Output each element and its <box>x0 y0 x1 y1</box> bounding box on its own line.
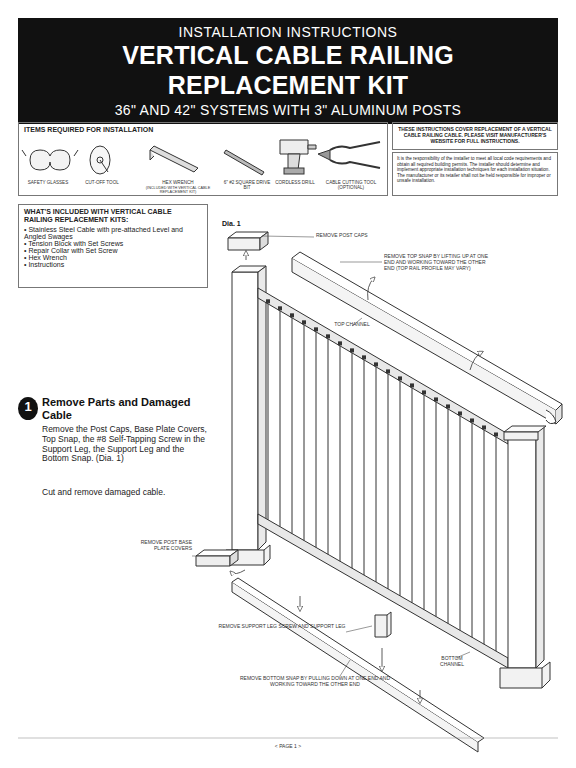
disclaimer-box: It is the responsibility of the installe… <box>392 152 558 196</box>
callout-label: BOTTOM CHANNEL <box>434 656 470 668</box>
step-text: Remove Parts and Damaged Cable <box>42 396 202 421</box>
bottom-snap-top <box>232 578 484 742</box>
swage <box>399 377 402 380</box>
cable <box>268 304 269 520</box>
cable <box>388 374 389 589</box>
cable <box>400 381 401 596</box>
swage <box>303 321 306 324</box>
tool-label: CUT-OFF TOOL <box>80 180 124 185</box>
cable <box>424 395 425 610</box>
cable-strands <box>267 300 498 651</box>
swage <box>267 300 270 303</box>
cable <box>364 360 365 575</box>
kit-contents-box: WHAT'S INCLUDED WITH VERTICAL CABLE RAIL… <box>18 204 208 288</box>
cable <box>376 367 377 582</box>
cable <box>412 388 413 603</box>
node-text: • Repair Collar with Set Screw <box>24 247 202 254</box>
cable <box>316 332 317 548</box>
callout-label: REMOVE POST BASE PLATE COVERS <box>140 540 192 552</box>
left-post <box>232 266 266 550</box>
swage <box>483 426 486 429</box>
bottom-snap <box>232 582 478 752</box>
right-post <box>500 426 550 688</box>
node-text: • Stainless Steel Cable with pre-attache… <box>24 226 202 240</box>
node-heading: 1 <box>18 397 38 417</box>
callout-label: TOP CHANNEL <box>332 322 372 328</box>
node-heading: It is the responsibility of the installe… <box>397 156 553 184</box>
node-text: • Instructions <box>24 261 202 268</box>
swage <box>411 384 414 387</box>
step-number-circle: 1 <box>18 397 38 420</box>
step-text: Cut and remove damaged cable. <box>42 488 207 498</box>
cable <box>292 318 293 534</box>
callout-label: REMOVE POST CAPS <box>316 233 406 239</box>
top-channel <box>258 288 508 444</box>
tool-label: CABLE CUTTING TOOL (OPTIONAL) <box>318 180 384 191</box>
node-text: 36" AND 42" SYSTEMS WITH 3" ALUMINUM POS… <box>26 102 550 118</box>
swage <box>423 391 426 394</box>
cable <box>328 339 329 554</box>
cable <box>304 325 305 541</box>
hex-wrench-icon <box>150 146 198 172</box>
node-text: • Tension Block with Set Screws <box>24 240 202 247</box>
swage <box>459 412 462 415</box>
cable <box>280 311 281 527</box>
cable <box>460 416 461 630</box>
swage <box>375 363 378 366</box>
node-heading: THESE INSTRUCTIONS COVER REPLACEMENT OF … <box>397 126 553 144</box>
swage <box>339 342 342 345</box>
cable <box>496 437 497 651</box>
callout-label: Dia. 1 <box>222 220 262 228</box>
cable <box>448 409 449 623</box>
cable-cutter-icon <box>318 142 380 168</box>
cable <box>436 402 437 617</box>
callout-label: REMOVE SUPPORT LEG SCREW AND SUPPORT LEG <box>218 624 346 630</box>
bottom-channel <box>258 514 508 668</box>
swage <box>495 433 498 436</box>
cable <box>352 353 353 568</box>
swage <box>387 370 390 373</box>
swage <box>279 307 282 310</box>
tool-label: SAFETY GLASSES <box>20 180 76 185</box>
left-post-cap <box>228 232 268 250</box>
support-leg <box>375 612 391 637</box>
cable <box>472 423 473 637</box>
swage <box>435 398 438 401</box>
cut-off-tool-icon <box>90 146 110 174</box>
safety-glasses-icon <box>22 150 78 170</box>
node-heading: WHAT'S INCLUDED WITH VERTICAL CABLE RAIL… <box>24 208 202 224</box>
swage <box>351 349 354 352</box>
node-heading: INSTALLATION INSTRUCTIONS <box>26 24 550 40</box>
header-band: INSTALLATION INSTRUCTIONSVERTICAL CABLE … <box>18 18 558 124</box>
cable <box>340 346 341 561</box>
swage <box>315 328 318 331</box>
tool-label: CORDLESS DRILL <box>274 180 316 185</box>
cordless-drill-icon <box>280 140 316 174</box>
tool-label: 6" #2 SQUARE DRIVE BIT <box>222 180 272 191</box>
step-text: < PAGE 1 > <box>238 744 338 750</box>
callout-label: REMOVE BOTTOM SNAP BY PULLING DOWN AT ON… <box>230 676 400 688</box>
motion-arrows <box>231 252 482 702</box>
tool-label: (INCLUDED WITH VERTICAL CABLE REPLACEMEN… <box>140 186 216 195</box>
drive-bit-icon <box>224 150 264 175</box>
swage <box>471 419 474 422</box>
title: VERTICAL CABLE RAILING REPLACEMENT KIT <box>26 40 550 100</box>
leader-lines <box>192 236 470 676</box>
swage <box>363 356 366 359</box>
step-text: Remove the Post Caps, Base Plate Covers,… <box>42 425 207 464</box>
swage <box>447 405 450 408</box>
left-base-cover <box>226 545 270 565</box>
swage <box>291 314 294 317</box>
node-heading: ITEMS REQUIRED FOR INSTALLATION <box>24 126 382 133</box>
footer-rule <box>18 738 558 739</box>
cable <box>484 430 485 644</box>
swage <box>327 335 330 338</box>
tool-label: HEX WRENCH <box>140 180 216 185</box>
removed-base-cover <box>196 550 238 566</box>
callout-label: REMOVE TOP SNAP BY LIFTING UP AT ONE END… <box>384 254 496 271</box>
node-text: • Hex Wrench <box>24 254 202 261</box>
notice-box: THESE INSTRUCTIONS COVER REPLACEMENT OF … <box>392 122 558 150</box>
